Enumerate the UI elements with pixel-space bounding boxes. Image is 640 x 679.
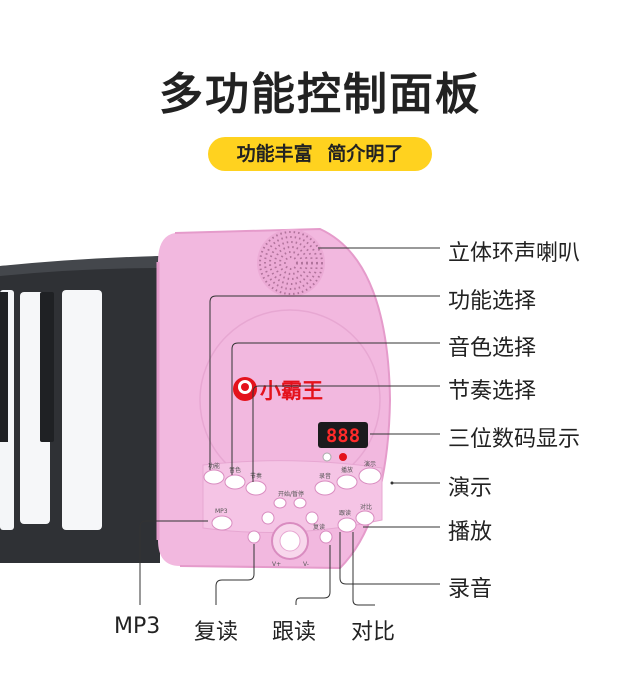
led-digits: 888 — [326, 425, 360, 447]
follow-button[interactable] — [319, 530, 333, 544]
caption-demo: 演示 — [364, 460, 376, 468]
panel-buttons — [203, 467, 382, 560]
caption-record: 录音 — [319, 472, 331, 480]
play-button[interactable] — [336, 474, 358, 490]
mp3-button[interactable] — [211, 515, 233, 531]
callout-lines — [139, 247, 440, 606]
caption-play: 播放 — [341, 466, 353, 474]
speaker-grille — [257, 229, 325, 297]
rhythm-button[interactable] — [245, 480, 267, 496]
subtitle-part-2: 简介明了 — [327, 143, 404, 165]
demo-button[interactable] — [358, 467, 382, 485]
callout-record: 录音 — [448, 577, 493, 602]
callout-demo: 演示 — [448, 476, 493, 501]
tone-button[interactable] — [224, 474, 246, 490]
callout-compare: 对比 — [351, 620, 396, 645]
caption-function: 功能 — [208, 462, 220, 470]
page-title: 多功能控制面板 — [159, 69, 481, 120]
start-pause-button-right[interactable] — [293, 497, 307, 509]
callout-function-select: 功能选择 — [448, 289, 537, 314]
callout-speaker: 立体环声喇叭 — [448, 241, 581, 266]
callout-display: 三位数码显示 — [448, 427, 581, 452]
brand-logo: 小霸王 — [233, 377, 323, 403]
repeat-button[interactable] — [247, 530, 261, 544]
caption-repeat: 复读 — [313, 523, 325, 531]
callout-rhythm-select: 节奏选择 — [448, 379, 537, 404]
record-mode-button[interactable] — [314, 480, 336, 496]
caption-tone: 音色 — [229, 466, 241, 474]
callout-mp3: MP3 — [114, 614, 161, 639]
roll-up-keyboard — [0, 256, 160, 563]
subtitle-pill: 功能丰富 简介明了 — [208, 137, 432, 171]
caption-vol-down: V- — [303, 561, 309, 568]
function-button[interactable] — [203, 469, 225, 485]
callout-follow: 跟读 — [272, 620, 317, 645]
caption-compare: 对比 — [360, 503, 372, 511]
caption-follow: 跟读 — [339, 509, 351, 517]
caption-start-pause: 开始/暂停 — [278, 490, 304, 498]
led-display: 888 — [318, 422, 368, 462]
subtitle-part-1: 功能丰富 — [236, 143, 313, 165]
start-pause-button-left[interactable] — [273, 497, 287, 509]
compare-button[interactable] — [355, 510, 375, 526]
caption-rhythm: 节奏 — [250, 472, 262, 480]
button-captions: 功能 音色 节奏 开始/暂停 录音 播放 演示 MP3 复读 跟读 对比 V+ … — [208, 460, 376, 568]
brand-logo-text: 小霸王 — [260, 379, 323, 403]
record-button[interactable] — [337, 517, 357, 533]
callout-repeat: 复读 — [194, 620, 239, 645]
callout-play: 播放 — [448, 520, 493, 545]
callout-tone-select: 音色选择 — [448, 336, 537, 361]
caption-vol-up: V+ — [272, 561, 281, 568]
next-button[interactable] — [305, 511, 319, 525]
caption-mp3: MP3 — [215, 508, 228, 515]
prev-button[interactable] — [261, 511, 275, 525]
